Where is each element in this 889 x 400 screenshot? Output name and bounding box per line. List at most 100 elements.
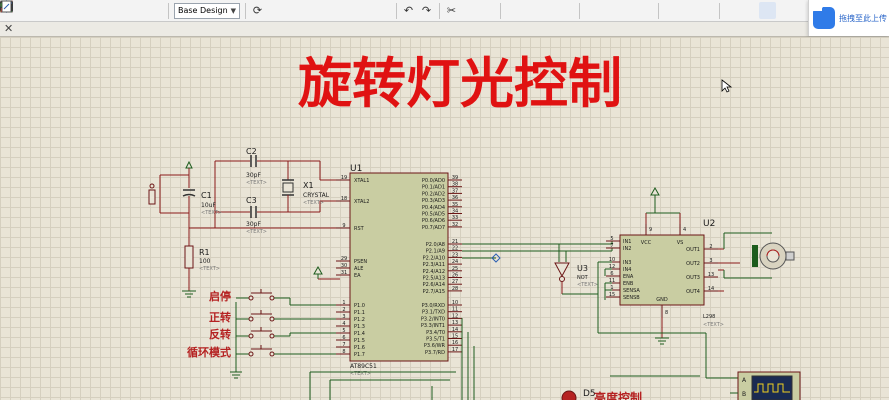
property-assign-icon[interactable] [0, 0, 715, 19]
u1-pin-number: 37 [452, 188, 458, 194]
block-move-icon[interactable] [0, 1, 539, 19]
paste-icon[interactable] [1, 1, 496, 19]
u2-pin-name: SENSA [623, 288, 640, 294]
cut-icon[interactable]: ✂ [446, 4, 457, 17]
u2-part: L298 [703, 314, 715, 320]
pick-device-icon[interactable] [0, 0, 600, 19]
u3-ref: U3 [577, 264, 588, 273]
c2-ref: C2 [246, 147, 257, 156]
u1-pin-number: 7 [342, 342, 345, 348]
zoom-in-icon[interactable] [0, 0, 338, 19]
r1-text: <TEXT> [199, 266, 220, 272]
open-icon[interactable] [0, 2, 38, 19]
u2-pin-name: OUT4 [686, 289, 700, 295]
u2-pin-number: 11 [609, 278, 615, 284]
exit-to-parent-icon[interactable] [1, 0, 776, 19]
u1-pin-name: P2.7/A15 [423, 289, 445, 295]
wire-autorouter-icon[interactable] [1, 2, 679, 19]
button-label: 正转 [209, 310, 231, 324]
d5-led[interactable]: D5 亮度控制 [561, 389, 642, 400]
u3-not-gate[interactable]: U3 NOT <TEXT> [554, 262, 598, 295]
u2-pin-name: SENSB [623, 295, 640, 301]
copy-icon[interactable] [0, 0, 478, 19]
new-sheet-icon[interactable] [1, 0, 740, 19]
schematic-canvas[interactable]: 旋转灯光控制 C2 30pF <TEXT> C3 30pF <TEXT> [0, 37, 889, 400]
u2-pin-number: 6 [610, 271, 613, 277]
save-icon[interactable] [0, 0, 56, 19]
pushbutton[interactable]: 正转 [209, 310, 336, 324]
c1-value: 10uF [201, 202, 216, 209]
u1-pin-name: P3.0/RXD [422, 303, 446, 309]
export-icon[interactable] [1, 0, 110, 19]
u2-pin-name: VCC [641, 240, 652, 246]
oscilloscope[interactable]: A B [730, 371, 801, 400]
chevron-down-icon: ▼ [230, 6, 236, 15]
u1-pin-number: 16 [452, 340, 458, 346]
u1-pin-number: 25 [452, 266, 458, 272]
u1-pin-name: P1.3 [354, 324, 365, 330]
origin-icon[interactable] [1, 1, 302, 19]
u1-pin-name: P3.7/RD [425, 350, 445, 356]
c2-text: <TEXT> [246, 180, 267, 186]
u1-pin-number: 32 [452, 222, 458, 228]
u1-pin-name: XTAL2 [354, 199, 369, 205]
u2-pin-number: 10 [609, 257, 615, 263]
zoom-page-icon[interactable] [1, 1, 74, 19]
import-icon[interactable] [1, 0, 92, 19]
u1-pin-name: P0.6/AD6 [422, 218, 445, 224]
zoom-area-icon[interactable] [0, 0, 392, 19]
u2-pin-name: ENA [623, 274, 634, 280]
zoom-all-icon[interactable] [0, 0, 374, 19]
document-tab-bar: ✕ [0, 22, 889, 37]
block-copy-icon[interactable] [0, 1, 521, 19]
r1-value: 100 [199, 258, 211, 265]
schematic: 旋转灯光控制 C2 30pF <TEXT> C3 30pF <TEXT> [148, 52, 801, 400]
pan-icon[interactable] [0, 0, 320, 19]
remove-sheet-icon[interactable] [1, 0, 758, 19]
zoom-out-icon[interactable] [0, 0, 356, 19]
u1-pin-number: 15 [452, 334, 458, 340]
search-tag-icon[interactable] [1, 1, 697, 19]
design-select[interactable]: Base Design▼ [174, 2, 240, 19]
u2-pin-name: OUT1 [686, 247, 700, 253]
refresh-icon[interactable]: ⟳ [252, 4, 263, 17]
pushbutton[interactable]: 循环模式 [187, 345, 336, 359]
u3-text: <TEXT> [577, 282, 598, 288]
dc-motor[interactable] [718, 232, 795, 292]
u2-pin-name: ENB [623, 281, 634, 287]
undo-icon[interactable]: ↶ [403, 4, 414, 17]
u1-pin-number: 12 [452, 313, 458, 319]
help-icon[interactable]: ? [1, 1, 164, 19]
u1-pin-number: 6 [342, 335, 345, 341]
cloud-upload-widget[interactable]: 拖拽至此上传 [808, 0, 889, 36]
brightness-label: 亮度控制 [594, 390, 642, 400]
decompose-icon[interactable] [1, 1, 654, 19]
bom-icon[interactable]: BOM [0, 1, 128, 19]
block-rotate-icon[interactable] [0, 1, 557, 19]
c3-ref: C3 [246, 196, 257, 205]
u2-pin-name: VS [677, 240, 684, 246]
u1-pin-number: 10 [452, 300, 458, 306]
u2-pin-number: 3 [709, 258, 712, 264]
u1-pin-name: P3.2/INT0 [421, 316, 445, 322]
u1-pin-name: EA [354, 273, 361, 279]
u1-pin-name: P3.3/INT1 [421, 323, 445, 329]
packaging-tool-icon[interactable] [1, 1, 636, 19]
redo-icon[interactable]: ↷ [421, 4, 432, 17]
library-icon[interactable] [0, 1, 146, 19]
pushbutton[interactable]: 启停 [209, 289, 336, 306]
grid-icon[interactable] [1, 1, 284, 19]
close-icon[interactable]: ✕ [4, 22, 14, 35]
block-delete-icon[interactable] [0, 1, 575, 19]
c2-value: 30pF [246, 172, 261, 179]
make-device-icon[interactable] [0, 0, 618, 19]
u1-pin-name: P0.0/AD0 [422, 178, 445, 184]
u1-pin-number: 18 [341, 196, 347, 202]
pushbutton[interactable]: 反转 [209, 327, 336, 341]
u1-pin-name: P2.5/A13 [423, 276, 445, 282]
